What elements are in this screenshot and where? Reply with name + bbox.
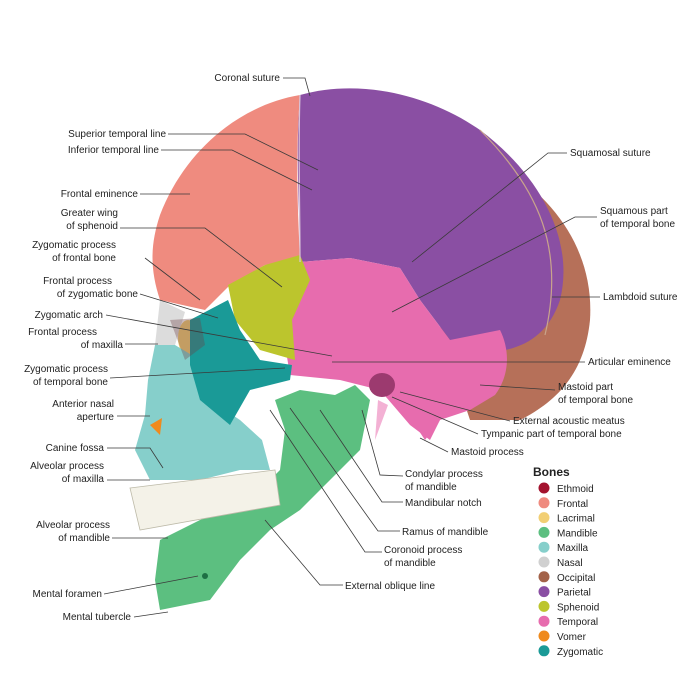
label-frontal-proc-max-2: of maxilla [81, 340, 124, 351]
label-alv-mand-2: of mandible [58, 533, 110, 544]
label-mastoid-part-1: Mastoid part [558, 382, 613, 393]
legend-label-sphenoid: Sphenoid [557, 602, 599, 613]
coronal-suture-line [298, 94, 301, 263]
legend-swatch-parietal [538, 586, 550, 598]
temporal-bone [285, 258, 507, 440]
label-frontal-proc-zyg-1: Frontal process [43, 276, 112, 287]
label-coronoid-2: of mandible [384, 558, 436, 569]
label-tympanic: Tympanic part of temporal bone [481, 429, 622, 440]
legend-swatch-temporal [538, 615, 550, 627]
label-ext-acoustic: External acoustic meatus [513, 416, 625, 427]
legend-label-occipital: Occipital [557, 573, 595, 584]
mental-foramen-hole [202, 573, 208, 579]
legend-swatch-nasal [538, 556, 550, 568]
lambdoid-suture-line [479, 129, 553, 336]
legend-swatch-frontal [538, 497, 550, 509]
legend-swatch-mandible [538, 526, 550, 538]
legend-label-lacrimal: Lacrimal [557, 514, 595, 525]
legend-title: Bones [533, 465, 570, 479]
legend-swatch-ethmoid [538, 482, 550, 494]
sphenoid-bone [228, 255, 310, 360]
label-mental-tubercle: Mental tubercle [63, 612, 132, 623]
legend-items: EthmoidFrontalLacrimalMandibleMaxillaNas… [538, 482, 603, 658]
label-zyg-proc-temp-2: of temporal bone [33, 377, 108, 388]
label-greater-wing-2: of sphenoid [66, 221, 118, 232]
label-frontal-eminence: Frontal eminence [61, 189, 139, 200]
legend-label-temporal: Temporal [557, 617, 598, 628]
legend-swatch-occipital [538, 571, 550, 583]
label-coronoid-1: Coronoid process [384, 545, 462, 556]
label-coronal-suture: Coronal suture [214, 73, 280, 84]
label-alv-max-2: of maxilla [62, 474, 105, 485]
label-frontal-proc-zyg-2: of zygomatic bone [57, 289, 139, 300]
label-alv-max-1: Alveolar process [30, 461, 104, 472]
label-canine-fossa: Canine fossa [46, 443, 105, 454]
parietal-bone [297, 88, 564, 351]
legend-swatch-vomer [538, 630, 550, 642]
legend: Bones EthmoidFrontalLacrimalMandibleMaxi… [533, 465, 603, 658]
label-ant-nasal-1: Anterior nasal [52, 399, 114, 410]
label-articular-eminence: Articular eminence [588, 357, 671, 368]
label-zyg-proc-frontal-2: of frontal bone [52, 253, 116, 264]
label-condylar-2: of mandible [405, 482, 457, 493]
label-ramus: Ramus of mandible [402, 527, 489, 538]
label-mental-foramen: Mental foramen [33, 589, 102, 600]
legend-swatch-lacrimal [538, 512, 550, 524]
styloid [375, 400, 388, 440]
legend-label-maxilla: Maxilla [557, 543, 589, 554]
label-mastoid-part-2: of temporal bone [558, 395, 633, 406]
external-acoustic-meatus [369, 373, 395, 397]
label-zyg-proc-frontal-1: Zygomatic process [32, 240, 116, 251]
legend-label-frontal: Frontal [557, 499, 588, 510]
legend-swatch-zygomatic [538, 645, 550, 657]
label-squamosal-suture: Squamosal suture [570, 148, 651, 159]
skull-illustration [129, 88, 591, 610]
label-superior-temporal-line: Superior temporal line [68, 129, 166, 140]
label-zygomatic-arch: Zygomatic arch [35, 310, 103, 321]
frontal-bone [152, 95, 300, 310]
legend-label-parietal: Parietal [557, 588, 591, 599]
labels-right: Squamosal suture Squamous part of tempor… [345, 148, 678, 592]
legend-swatch-sphenoid [538, 600, 550, 612]
label-ant-nasal-2: aperture [77, 412, 115, 423]
label-condylar-1: Condylar process [405, 469, 483, 480]
leader-lines [103, 77, 600, 618]
vomer-bone [150, 418, 162, 435]
legend-label-vomer: Vomer [557, 632, 587, 643]
label-squamous-1: Squamous part [600, 206, 668, 217]
label-ext-oblique: External oblique line [345, 581, 435, 592]
label-greater-wing-1: Greater wing [61, 208, 118, 219]
labels-left: Coronal suture Superior temporal line In… [24, 73, 280, 623]
legend-label-ethmoid: Ethmoid [557, 484, 594, 495]
legend-label-mandible: Mandible [557, 528, 598, 539]
label-alv-mand-1: Alveolar process [36, 520, 110, 531]
label-mandibular-notch: Mandibular notch [405, 498, 482, 509]
label-zyg-proc-temp-1: Zygomatic process [24, 364, 108, 375]
label-lambdoid-suture: Lambdoid suture [603, 292, 678, 303]
nasal-bone [155, 300, 185, 345]
legend-swatch-maxilla [538, 541, 550, 553]
label-mastoid-process: Mastoid process [451, 447, 524, 458]
label-inferior-temporal-line: Inferior temporal line [68, 145, 160, 156]
legend-label-zygomatic: Zygomatic [557, 647, 603, 658]
label-squamous-2: of temporal bone [600, 219, 675, 230]
legend-label-nasal: Nasal [557, 558, 583, 569]
mastoid-process [395, 395, 440, 440]
maxilla-bone [135, 345, 270, 480]
label-frontal-proc-max-1: Frontal process [28, 327, 97, 338]
teeth [129, 469, 281, 531]
zygomatic-bone [190, 300, 292, 425]
